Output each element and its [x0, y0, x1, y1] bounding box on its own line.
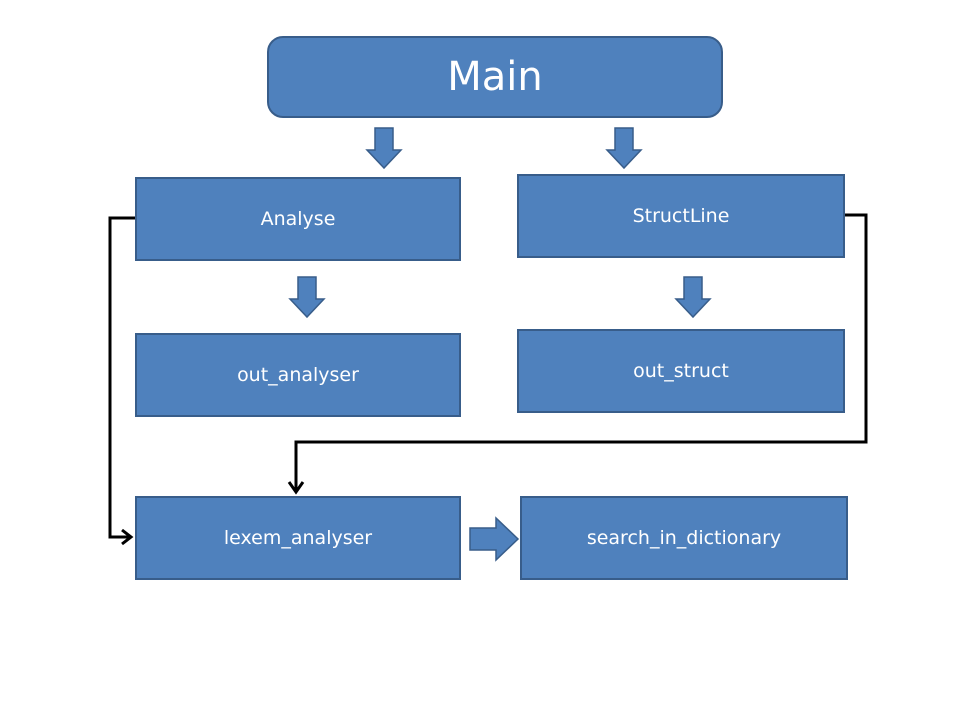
connector-structline-to-lexem	[294, 213, 868, 490]
arrow-main-to-analyse	[365, 127, 403, 170]
arrow-analyse-to-out-analyser	[288, 276, 326, 319]
out-struct-node: out_struct	[517, 329, 845, 413]
lexem-analyser-node: lexem_analyser	[135, 496, 461, 580]
search-in-dictionary-node: search_in_dictionary	[520, 496, 848, 580]
connector-structline-to-lexem-arrowhead	[287, 481, 305, 495]
connector-analyse-to-lexem-arrowhead	[121, 528, 134, 546]
out-analyser-node: out_analyser	[135, 333, 461, 417]
structline-node: StructLine	[517, 174, 845, 258]
arrow-structline-to-out-struct	[674, 276, 712, 319]
arrow-lexem-to-search	[469, 516, 520, 562]
main-node: Main	[267, 36, 723, 118]
connector-analyse-to-lexem	[108, 216, 135, 539]
arrow-main-to-structline	[605, 127, 643, 170]
analyse-node: Analyse	[135, 177, 461, 261]
